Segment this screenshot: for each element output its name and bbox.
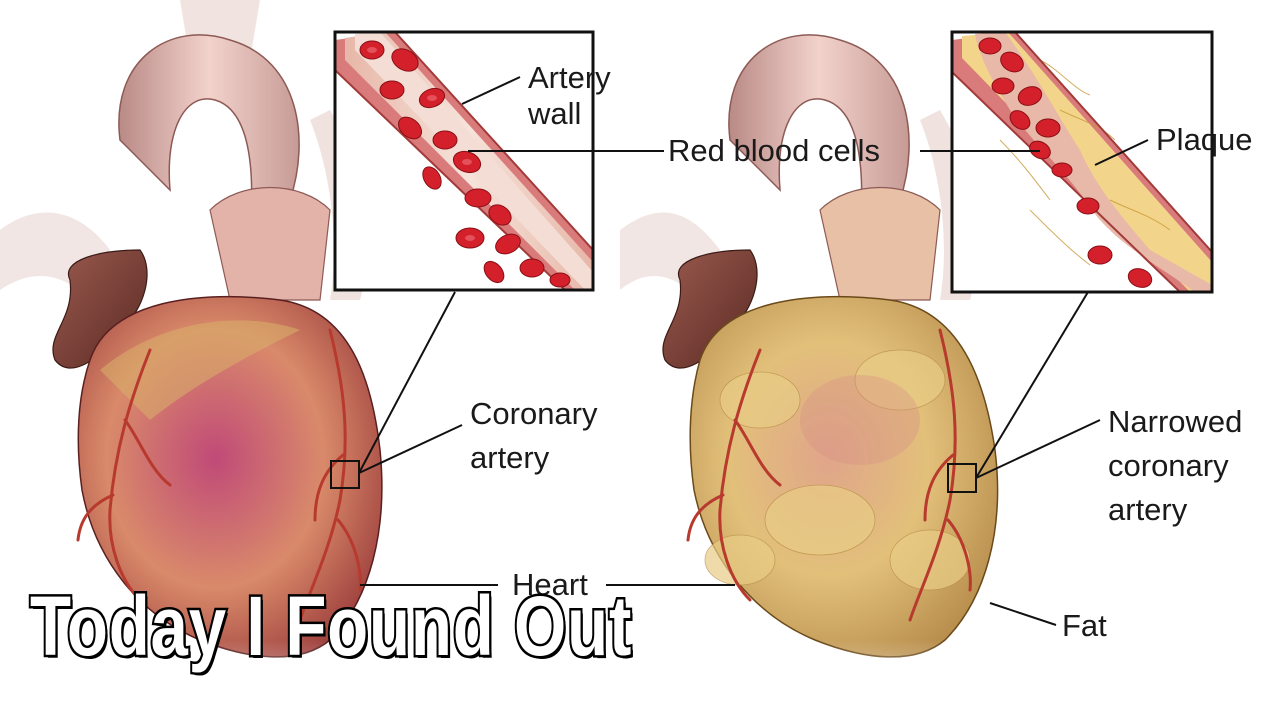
fatty-heart [620, 34, 999, 658]
fat-leader [989, 602, 1057, 626]
callout-lines [358, 76, 1149, 626]
heart-label: Heart [512, 567, 588, 602]
healthy-heart [0, 0, 383, 658]
healthy-artery-inset [333, 30, 595, 292]
artery-wall-leader [461, 76, 521, 105]
coronary-artery-leader [358, 424, 463, 474]
today-i-found-out-watermark: Today I Found Out [28, 577, 633, 676]
red-blood-cells-label: Red blood cells [668, 133, 880, 168]
plaque-leader [1094, 139, 1149, 166]
artery-wall-label: Artery wall [528, 60, 611, 131]
red-blood-cells-narrowed [978, 37, 1153, 288]
coronary-artery-focus-box [330, 460, 360, 489]
narrowed-coronary-artery-label: Narrowed coronary artery [1108, 404, 1243, 527]
fat-label: Fat [1062, 608, 1107, 643]
narrowed-artery-leader [975, 419, 1101, 479]
coronary-artery-label: Coronary artery [470, 396, 598, 475]
narrowed-artery-inset [950, 30, 1214, 294]
plaque-label: Plaque [1156, 122, 1253, 157]
